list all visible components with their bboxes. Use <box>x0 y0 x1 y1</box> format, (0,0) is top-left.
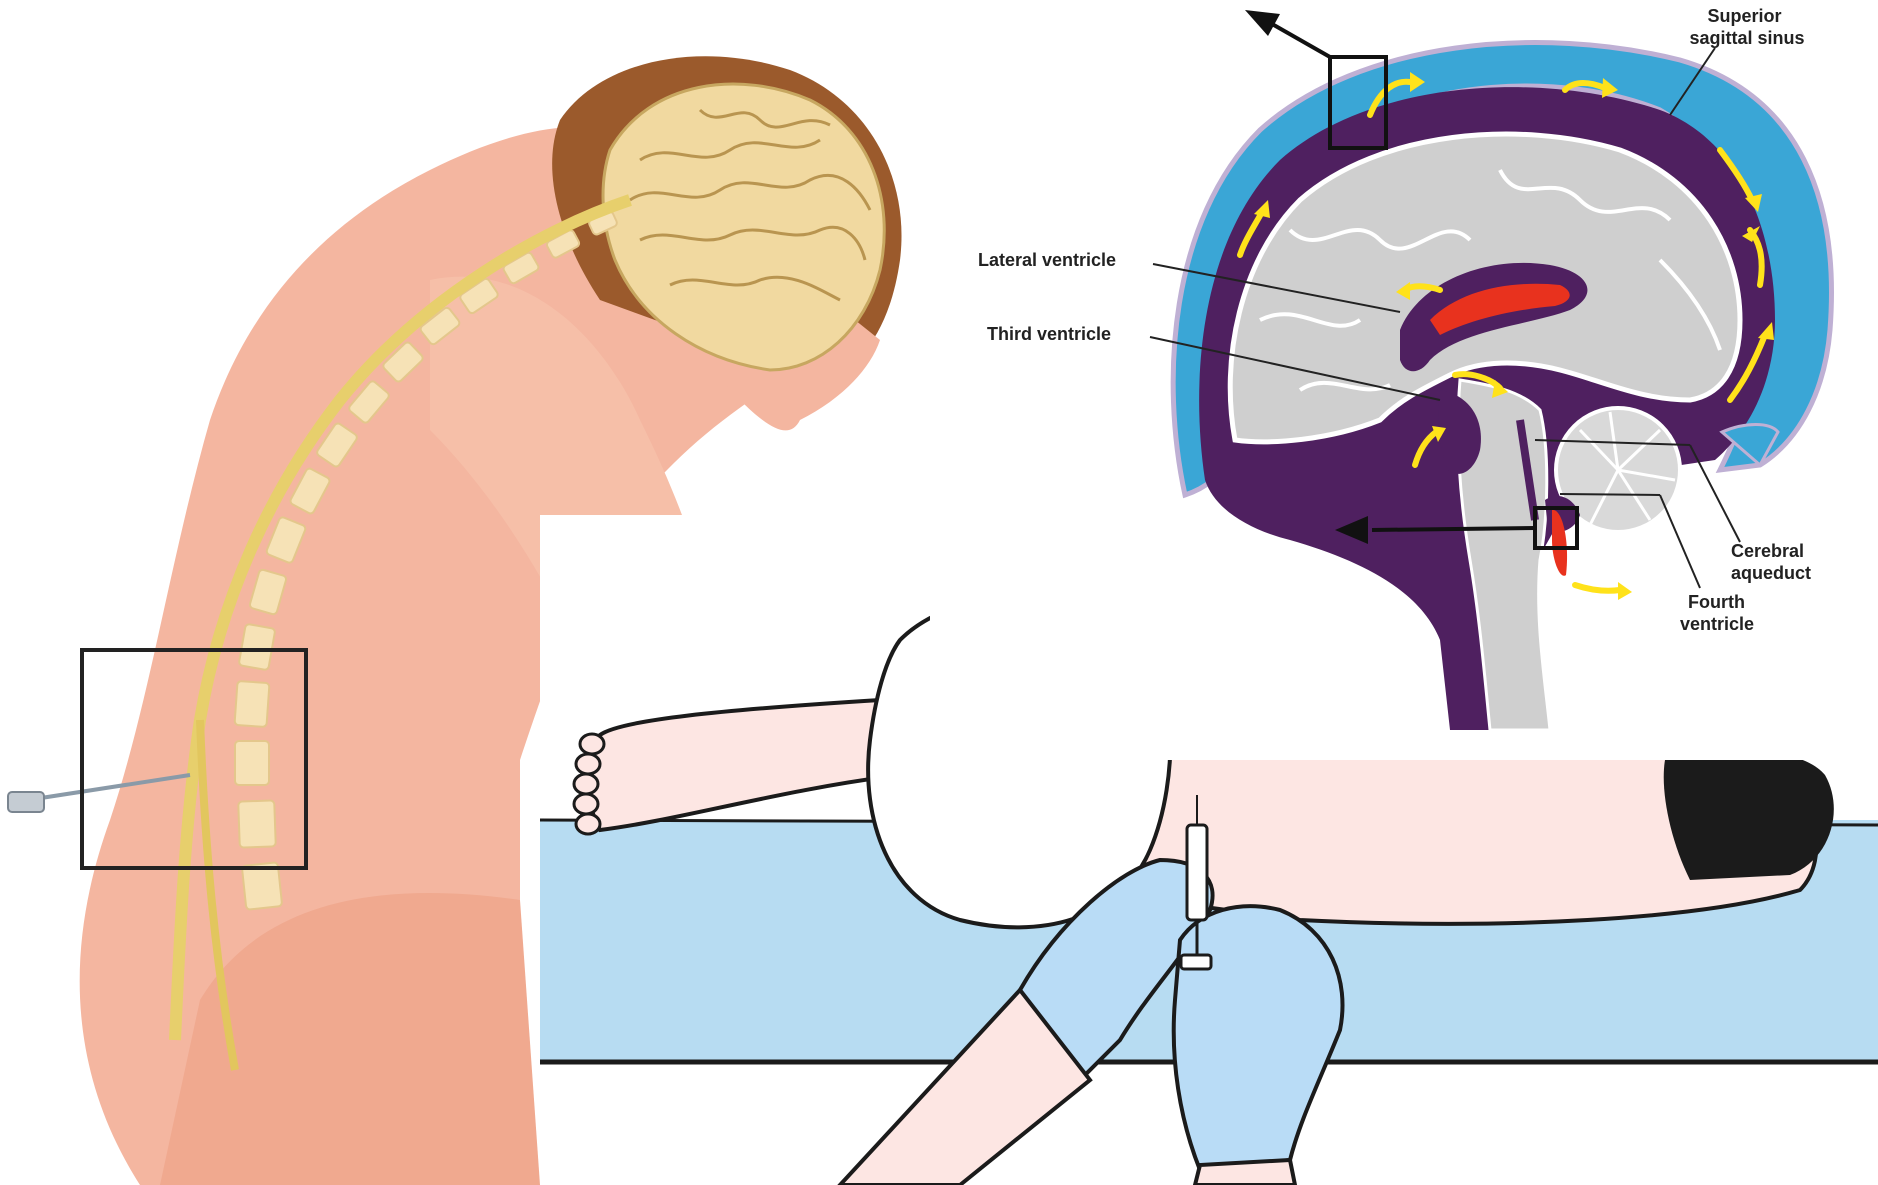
label-cerebral-aqueduct: Cerebral aqueduct <box>1731 541 1811 583</box>
label-lateral-ventricle: Lateral ventricle <box>978 250 1116 270</box>
pointer-arrow-icon-2 <box>1372 528 1535 530</box>
pointer-arrow-icon <box>1265 20 1330 57</box>
patient-toes <box>574 734 604 834</box>
patient-legs <box>589 700 900 830</box>
right-gloved-hand <box>1174 906 1343 1170</box>
patient-hair <box>1664 750 1834 880</box>
label-third-ventricle: Third ventricle <box>987 324 1111 344</box>
csf-flow-brain-diagram: Superior sagittal sinus Lateral ventricl… <box>930 0 1878 760</box>
operator-arm-right <box>1195 1160 1295 1185</box>
label-superior-sagittal-sinus: Superior sagittal sinus <box>1689 6 1804 48</box>
label-fourth-ventricle: Fourth ventricle <box>1680 592 1754 634</box>
pointer-arrow-head <box>1245 10 1280 36</box>
